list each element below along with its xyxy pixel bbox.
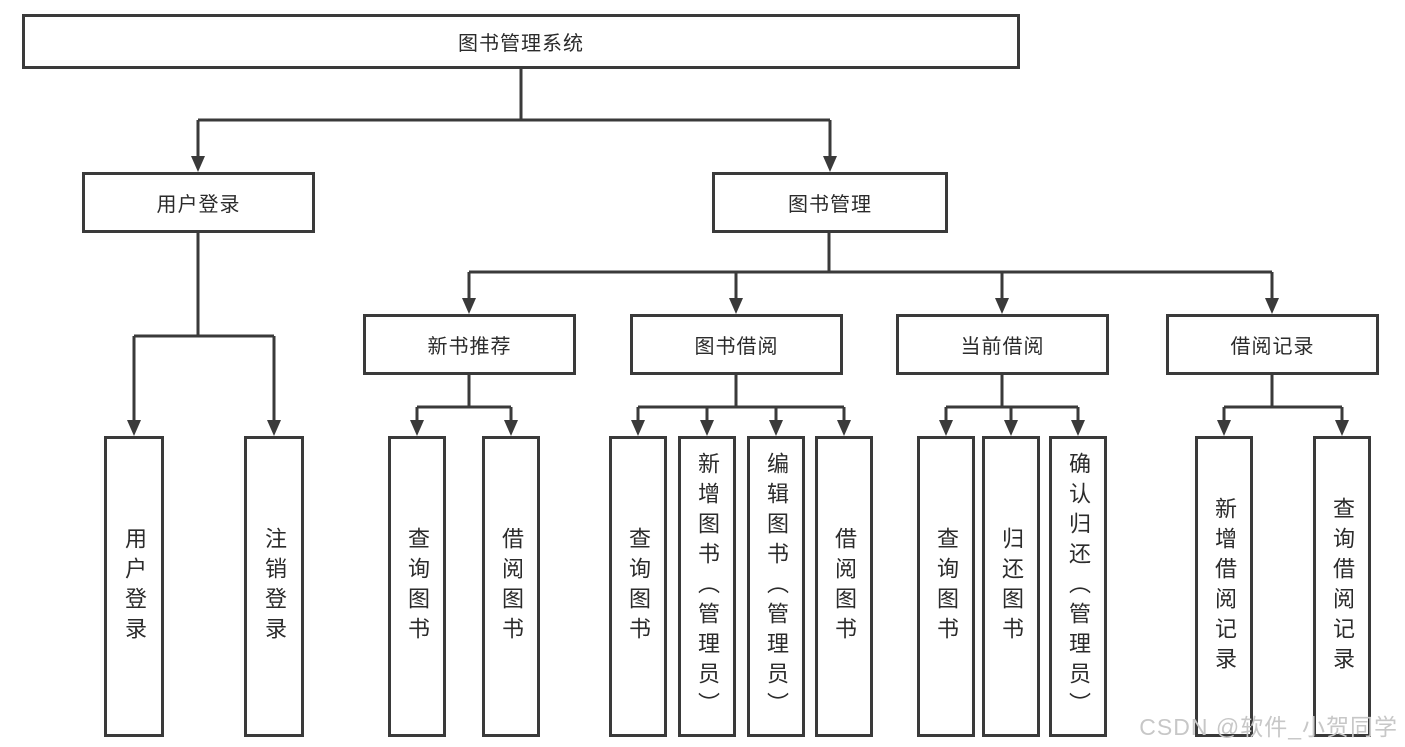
arrowhead [837, 420, 851, 436]
leaf-rec-borrow-books: 借阅图书 [482, 436, 540, 737]
arrowhead [1217, 420, 1231, 436]
connector-borrowrecords-to-leaves [1222, 374, 1344, 422]
arrowhead [504, 420, 518, 436]
leaf-cb-return-books: 归还图书 [982, 436, 1040, 737]
arrowhead [1004, 420, 1018, 436]
arrowhead [410, 420, 424, 436]
connector-currentborrow-to-leaves [944, 374, 1080, 422]
leaf-br-query-record: 查询借阅记录 [1313, 436, 1371, 737]
arrowhead [1265, 298, 1279, 314]
node-book-borrowing: 图书借阅 [630, 314, 843, 375]
node-book-management: 图书管理 [712, 172, 948, 233]
connector-userlogin-to-leaves [132, 233, 276, 422]
node-root-book-management-system: 图书管理系统 [22, 14, 1020, 69]
node-current-borrowing: 当前借阅 [896, 314, 1109, 375]
arrowhead [1071, 420, 1085, 436]
arrowhead [631, 420, 645, 436]
leaf-user-login: 用户登录 [104, 436, 164, 737]
connector-newbookrec-to-leaves [415, 374, 513, 422]
leaf-bb-borrow-books: 借阅图书 [815, 436, 873, 737]
arrowhead [769, 420, 783, 436]
connector-bookmgmt-to-level3 [467, 233, 1274, 300]
node-new-book-recommendation: 新书推荐 [363, 314, 576, 375]
arrowhead [729, 298, 743, 314]
leaf-bb-query-books: 查询图书 [609, 436, 667, 737]
connector-bookborrow-to-leaves [636, 374, 846, 422]
arrowhead [823, 156, 837, 172]
leaf-cb-confirm-return-admin: 确认归还（管理员） [1049, 436, 1107, 737]
arrowhead [939, 420, 953, 436]
arrowhead [700, 420, 714, 436]
arrowheads [127, 156, 1349, 436]
csdn-watermark: CSDN @软件_小贺同学 [1139, 714, 1398, 740]
leaf-rec-query-books: 查询图书 [388, 436, 446, 737]
arrowhead [995, 298, 1009, 314]
leaf-bb-edit-books-admin: 编辑图书（管理员） [747, 436, 805, 737]
arrowhead [462, 298, 476, 314]
leaf-bb-add-books-admin: 新增图书（管理员） [678, 436, 736, 737]
leaf-br-add-record: 新增借阅记录 [1195, 436, 1253, 737]
arrowhead [127, 420, 141, 436]
node-user-login: 用户登录 [82, 172, 315, 233]
node-borrowing-records: 借阅记录 [1166, 314, 1379, 375]
leaf-logout: 注销登录 [244, 436, 304, 737]
arrowhead [191, 156, 205, 172]
connector-root-to-level2 [196, 68, 832, 158]
arrowhead [1335, 420, 1349, 436]
leaf-cb-query-books: 查询图书 [917, 436, 975, 737]
arrowhead [267, 420, 281, 436]
